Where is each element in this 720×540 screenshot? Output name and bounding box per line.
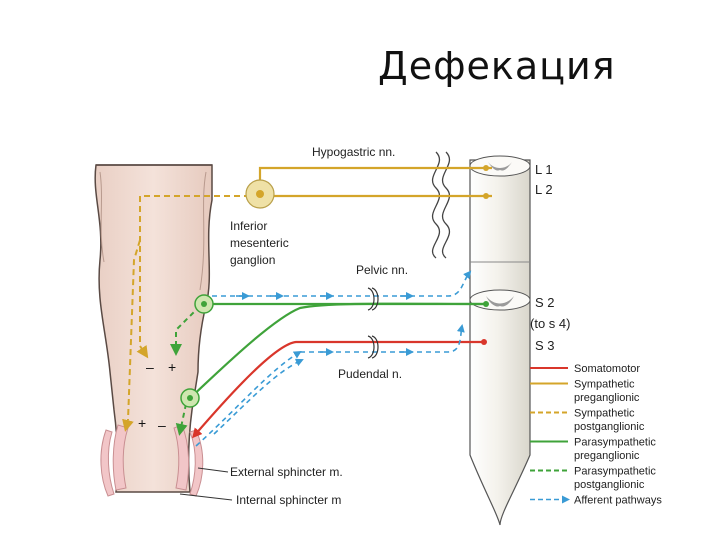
internal-sphincter: [112, 424, 190, 491]
external-sphincter: [100, 429, 204, 497]
sympathetic-pathway: [122, 165, 492, 432]
segment-l1: L 1: [535, 162, 553, 177]
external-sphincter-label: External sphincter m.: [230, 465, 343, 479]
legend-text-sympathetic-post-0: Sympathetic: [574, 408, 635, 420]
ganglion-label-line1: Inferior: [230, 219, 267, 233]
segment-s2-note: (to s 4): [530, 316, 570, 331]
nerve-crossing-marks: [367, 287, 379, 359]
legend-item-afferent: Afferent pathways: [530, 495, 662, 507]
legend-text-parasympathetic-pre-0: Parasympathetic: [574, 437, 656, 449]
somatomotor-pathway: [192, 339, 487, 439]
legend-text-afferent-0: Afferent pathways: [574, 495, 662, 507]
sign-upper-minus: –: [146, 359, 154, 375]
spinal-cord: [469, 155, 531, 526]
legend-text-sympathetic-pre-1: preganglionic: [574, 392, 640, 404]
pelvic-label: Pelvic nn.: [356, 263, 408, 277]
pudendal-label: Pudendal n.: [338, 367, 402, 381]
legend-text-sympathetic-pre-0: Sympathetic: [574, 379, 635, 391]
legend: SomatomotorSympatheticpreganglionicSympa…: [530, 363, 662, 507]
ganglion-label-line3: ganglion: [230, 253, 275, 267]
internal-sphincter-label: Internal sphincter m: [236, 493, 341, 507]
legend-item-somatomotor: Somatomotor: [530, 363, 640, 375]
legend-text-parasympathetic-post-0: Parasympathetic: [574, 466, 656, 478]
segment-s2: S 2: [535, 295, 555, 310]
sign-lower-plus: +: [138, 415, 146, 431]
legend-text-parasympathetic-pre-1: preganglionic: [574, 450, 640, 462]
sign-upper-plus: +: [168, 359, 176, 375]
slide-title: Дефекация: [378, 44, 616, 88]
pelvic-ganglion-lower: [180, 388, 200, 408]
legend-text-parasympathetic-post-1: postganglionic: [574, 479, 645, 491]
legend-text-somatomotor-0: Somatomotor: [574, 363, 640, 375]
sign-lower-minus: –: [158, 417, 166, 433]
hypogastric-label: Hypogastric nn.: [312, 145, 395, 159]
ganglion-label-line2: mesenteric: [230, 236, 289, 250]
parasympathetic-pathway: [170, 301, 489, 436]
segment-s3: S 3: [535, 338, 555, 353]
pelvic-ganglion-upper: [194, 294, 214, 314]
inferior-mesenteric-ganglion: [245, 179, 275, 209]
sympathetic-chain: [431, 151, 451, 259]
segment-l2: L 2: [535, 182, 553, 197]
afferent-pathway: [195, 270, 472, 447]
legend-text-sympathetic-post-1: postganglionic: [574, 421, 645, 433]
afferent-arrow-heads: [236, 292, 414, 356]
